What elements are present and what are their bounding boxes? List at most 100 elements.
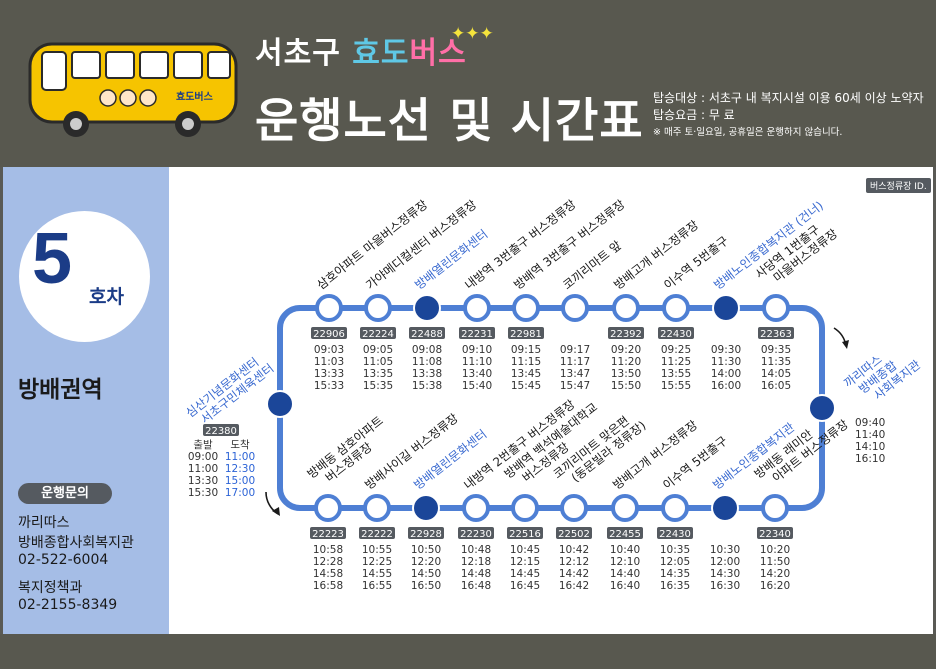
stop-marker	[315, 294, 343, 322]
footer-bar	[0, 634, 936, 669]
boarding-fare: 탑승요금 : 무 료	[653, 108, 735, 122]
stop-id: 22928	[410, 529, 442, 540]
page-title: 운행노선 및 시간표	[255, 94, 644, 149]
bus-sign: 효도버스	[176, 90, 213, 103]
departure-time: 16:20	[760, 580, 790, 592]
stop-marker	[363, 494, 391, 522]
departure-time: 15:40	[462, 380, 492, 392]
route-number: 5	[32, 219, 73, 299]
departure-time: 15:47	[560, 380, 590, 392]
departure-time: 12:18	[461, 556, 491, 568]
departure-time: 15:35	[363, 380, 393, 392]
bus-illustration: 효도버스	[28, 42, 238, 137]
departure-time: 10:40	[610, 544, 640, 556]
stop-id-box	[310, 527, 346, 539]
departure-time: 11:50	[760, 556, 790, 568]
route-number-unit: 호차	[89, 286, 124, 308]
departure-time: 09:17	[560, 344, 590, 356]
departure-time: 14:30	[710, 568, 740, 580]
departure-time: 11:20	[611, 356, 641, 368]
departure-time: 11:40	[855, 429, 885, 441]
stop-id-box	[360, 327, 396, 339]
contact-dept: 복지정책과	[18, 580, 83, 596]
departure-time: 16:58	[313, 580, 343, 592]
hub-stop-marker	[808, 394, 836, 422]
departure-time: 13:40	[462, 368, 492, 380]
departure-time: 09:40	[855, 417, 885, 429]
departure-time: 15:45	[511, 380, 541, 392]
stop-id-box	[409, 327, 445, 339]
departure-time: 12:20	[411, 556, 441, 568]
stop-id: 22230	[460, 529, 492, 540]
departure-time: 11:05	[363, 356, 393, 368]
contact-org: 까리따스	[18, 515, 70, 531]
stop-id: 22430	[660, 329, 692, 340]
stop-id: 22502	[558, 529, 590, 540]
hub-stop-marker	[712, 294, 740, 322]
brand-bus: 버스	[409, 36, 467, 71]
departure-time: 14:00	[711, 368, 741, 380]
departure-time: 16:30	[710, 580, 740, 592]
departure-time: 10:55	[362, 544, 392, 556]
stop-id-box	[408, 527, 444, 539]
departure-time: 09:15	[511, 344, 541, 356]
departure-time: 13:35	[363, 368, 393, 380]
departure-time: 14:50	[411, 568, 441, 580]
departure-time: 14:58	[313, 568, 343, 580]
stop-id-box	[556, 527, 592, 539]
stop-id: 22455	[609, 529, 641, 540]
departure-time: 12:15	[510, 556, 540, 568]
departure-time: 13:30	[188, 475, 218, 487]
boarding-info: 탑승대상 : 서초구 내 복지시설 이용 60세 이상 노약자 탑승요금 : 무…	[653, 90, 924, 141]
departure-time: 12:25	[362, 556, 392, 568]
departure-time: 14:45	[510, 568, 540, 580]
departure-time: 13:33	[314, 368, 344, 380]
departure-time: 13:47	[560, 368, 590, 380]
hub-stop-marker	[413, 294, 441, 322]
region-name: 방배권역	[18, 377, 103, 403]
arrow-head-icon	[272, 507, 280, 516]
stop-marker	[364, 294, 392, 322]
stop-marker	[462, 494, 490, 522]
departure-time: 13:45	[511, 368, 541, 380]
departure-time: 09:30	[711, 344, 741, 356]
departure-time: 11:35	[761, 356, 791, 368]
departure-time: 12:10	[610, 556, 640, 568]
departure-time: 14:10	[855, 441, 885, 453]
departure-time: 11:15	[511, 356, 541, 368]
stop-id: 22488	[411, 329, 443, 340]
departure-time: 09:05	[363, 344, 393, 356]
departure-time: 16:45	[510, 580, 540, 592]
departure-time: 09:08	[412, 344, 442, 356]
stop-id-box	[657, 527, 693, 539]
stop-id-box	[508, 327, 544, 339]
stop-name-line: 방배고개 버스정류장	[611, 218, 701, 293]
departure-time: 14:55	[362, 568, 392, 580]
departure-time: 14:42	[559, 568, 589, 580]
stop-id-legend: 버스정류장 ID.	[866, 178, 931, 193]
stop-id: 22363	[760, 329, 792, 340]
arrival-time: 11:00	[225, 451, 255, 463]
departure-time: 15:55	[661, 380, 691, 392]
departure-time: 14:48	[461, 568, 491, 580]
hub-stop-marker	[711, 494, 739, 522]
departure-time: 09:35	[761, 344, 791, 356]
departure-time: 16:42	[559, 580, 589, 592]
departure-time: 12:00	[710, 556, 740, 568]
stop-id: 22392	[610, 329, 642, 340]
departure-time: 13:50	[611, 368, 641, 380]
stop-marker	[612, 294, 640, 322]
stop-id-box	[757, 527, 793, 539]
departure-time: 16:35	[660, 580, 690, 592]
boarding-target: 탑승대상 : 서초구 내 복지시설 이용 60세 이상 노약자	[653, 91, 924, 105]
stop-id: 22222	[361, 529, 393, 540]
hub-stop-marker	[266, 390, 294, 418]
contact-org-full: 방배종합사회복지관	[18, 535, 134, 551]
top-stop-name: 방배고개 버스정류장	[611, 218, 701, 293]
arrow-head-icon	[842, 340, 849, 349]
stop-id: 22906	[313, 329, 345, 340]
stop-marker	[561, 294, 589, 322]
stop-id: 22223	[312, 529, 344, 540]
